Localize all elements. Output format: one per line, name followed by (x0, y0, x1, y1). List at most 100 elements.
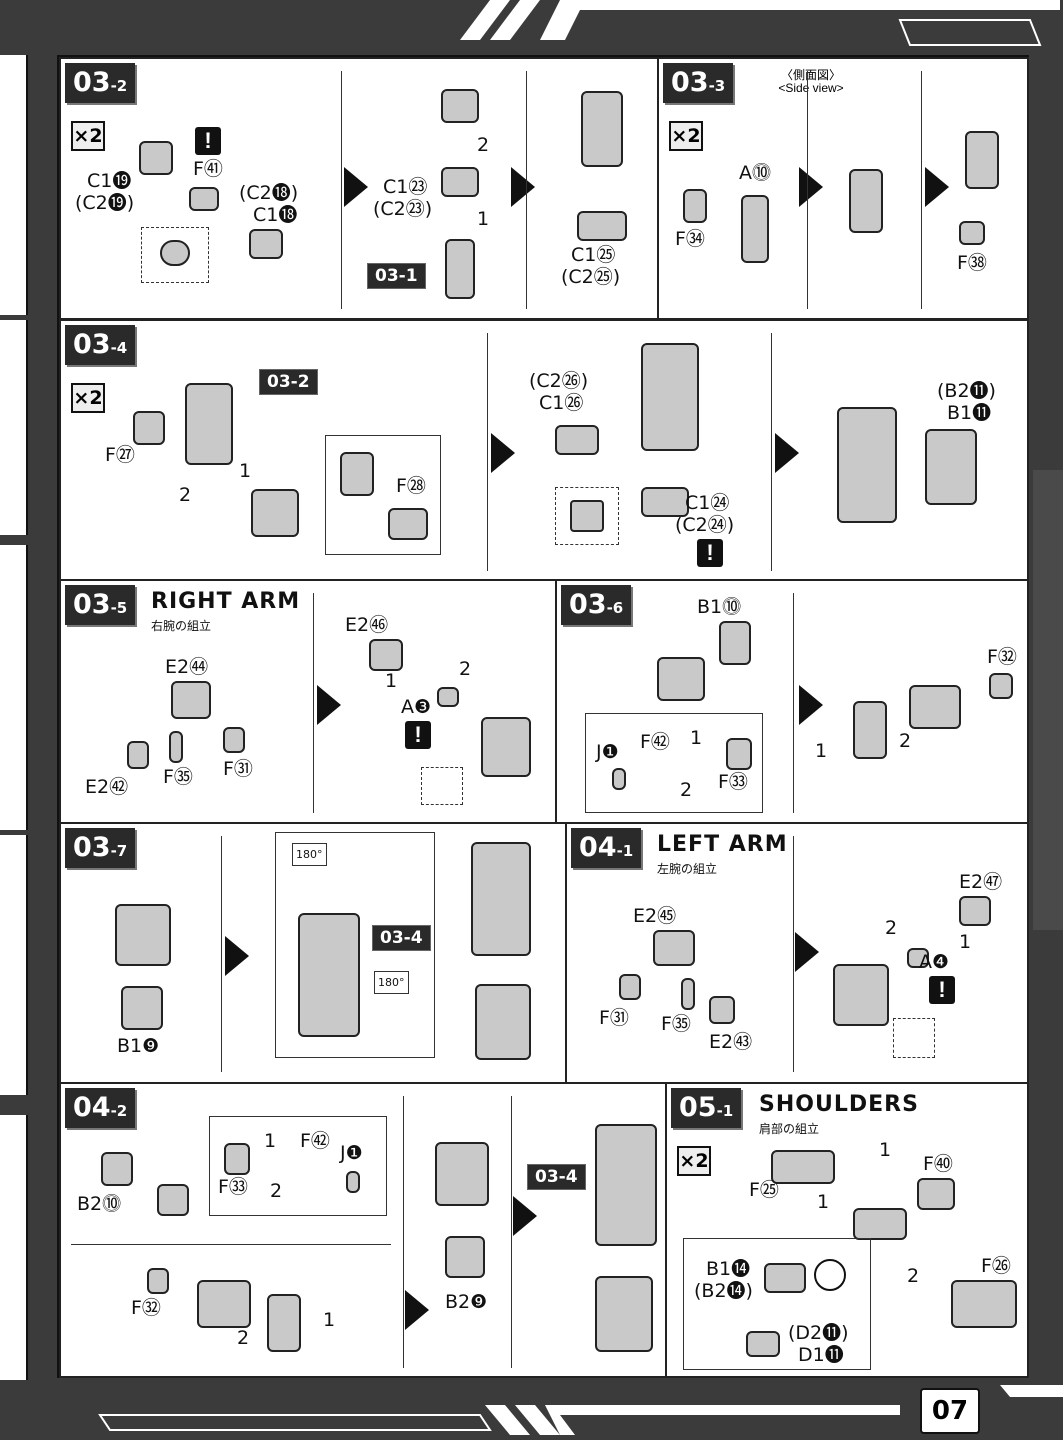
step-order-marker: 2 (885, 917, 898, 939)
step-number: 03-2 (65, 63, 136, 103)
part-label: F㉟ (163, 766, 193, 788)
part-label: F㉝ (218, 1176, 248, 1198)
part-a10-illustration (741, 195, 769, 263)
step-order-marker: 1 (477, 208, 490, 230)
left-page-fragment (0, 1115, 28, 1380)
left-page-fragment (0, 55, 28, 315)
step-title: SHOULDERS (759, 1092, 919, 1117)
part-f41-illustration (189, 187, 219, 211)
part-label: F㉖ (981, 1255, 1011, 1277)
part-label: (C2⓲) (239, 182, 299, 204)
part-b9-illustration (445, 1236, 485, 1278)
part-a4-illustration (907, 948, 929, 968)
step-order-marker: 2 (270, 1180, 283, 1202)
instruction-sheet: 03-2 ×2 ! F㊶ C1⓳ (C2⓳) (C2⓲) C1⓲ 2 C1㉓ (… (57, 55, 1029, 1378)
divider (71, 1244, 391, 1245)
part-torso-illustration (837, 407, 897, 523)
part-e45-illustration (653, 930, 695, 966)
rotate-180-icon: 180° (292, 843, 327, 866)
part-head-illustration (441, 89, 479, 123)
part-label: C1⓳ (87, 170, 132, 192)
part-f33-illustration (224, 1143, 250, 1175)
part-c24-illustration (641, 487, 689, 517)
divider (341, 71, 342, 309)
part-f34-illustration (683, 189, 707, 223)
step-number: 03-6 (561, 585, 632, 625)
part-f26-illustration (951, 1280, 1017, 1328)
part-shoulder-armor-illustration (853, 1208, 907, 1240)
step-order-marker: 1 (323, 1309, 336, 1331)
step-03-3-panel: 03-3 〈側面図〉 <Side view> ×2 A⓾ F㉞ F㊳ (657, 57, 1029, 320)
step-order-marker: 1 (817, 1191, 830, 1213)
step-order-marker: 2 (680, 779, 693, 801)
step-order-marker: 2 (179, 484, 192, 506)
quantity-badge: ×2 (677, 1146, 711, 1176)
part-label: B2⓾ (77, 1193, 122, 1215)
step-order-marker: 1 (815, 740, 828, 762)
divider (771, 333, 772, 571)
part-f25-illustration (771, 1150, 835, 1184)
part-b9-illustration (121, 986, 163, 1030)
quantity-badge: ×2 (71, 383, 105, 413)
part-label: B2❾ (445, 1291, 488, 1313)
step-arrow-icon (799, 167, 823, 207)
side-view-jp: 〈側面図〉 (780, 68, 841, 82)
part-label: F㊷ (640, 731, 670, 753)
step-arrow-icon (795, 932, 819, 972)
part-f31-illustration (223, 727, 245, 753)
part-label: F㉝ (718, 771, 748, 793)
part-label: F㉛ (223, 758, 253, 780)
part-label: B1⓫ (947, 402, 992, 424)
step-number: 03-3 (663, 63, 734, 103)
step-03-7-panel: 03-7 B1❾ 180° 03-4 180° (59, 822, 567, 1084)
part-assembled-illustration (965, 131, 999, 189)
step-03-4-panel: 03-4 ×2 03-2 F㉗ 1 2 F㉘ (C2㉖) C1㉖ C1㉔ (C2… (59, 319, 1029, 581)
part-label: F㊵ (923, 1153, 953, 1175)
part-a3-illustration (437, 687, 459, 707)
step-reference: 03-4 (527, 1164, 586, 1190)
step-number: 03-7 (65, 828, 136, 868)
divider (487, 333, 488, 571)
detail-inset: F㉘ (325, 435, 441, 555)
part-label: F㉛ (599, 1007, 629, 1029)
part-shoulder-assembly-illustration (435, 1142, 489, 1206)
divider (526, 71, 527, 309)
step-order-marker: 1 (690, 727, 703, 749)
part-b14-illustration (764, 1263, 806, 1293)
step-number: 03-4 (65, 325, 136, 365)
part-detail-illustration (388, 508, 428, 540)
part-shoulder-illustration (197, 1280, 251, 1328)
step-title: RIGHT ARM (151, 589, 301, 614)
step-04-1-panel: 04-1 LEFT ARM 左腕の組立 E2㊺ F㉛ F㉟ E2㊸ E2㊼ 2 … (565, 822, 1029, 1084)
step-order-marker: 1 (959, 931, 972, 953)
rotation-detail-inset: 180° 03-4 180° (275, 832, 435, 1058)
part-c26-illustration (555, 425, 599, 455)
part-label: (C2㉖) (529, 370, 589, 392)
part-detail-illustration (570, 500, 604, 532)
part-label: (B2⓮) (694, 1280, 753, 1302)
part-c25-illustration (577, 211, 627, 241)
part-torso-illustration (298, 913, 360, 1037)
part-arm-illustration (475, 984, 531, 1060)
part-label: (C2⓳) (75, 192, 135, 214)
part-b11-illustration (925, 429, 977, 505)
step-05-1-panel: 05-1 SHOULDERS 肩部の組立 ×2 F㉕ 1 F㊵ 1 2 F㉖ B… (665, 1082, 1029, 1378)
caution-icon: ! (697, 539, 723, 567)
part-f32-illustration (147, 1268, 169, 1294)
part-label: B1⓾ (697, 596, 742, 618)
step-arrow-icon (511, 167, 535, 207)
step-arrow-icon (405, 1290, 429, 1330)
part-f33-illustration (726, 738, 752, 770)
top-stripe-decoration (460, 0, 1060, 46)
divider (403, 1096, 404, 1368)
part-label: F㊳ (957, 252, 987, 274)
side-view-en: <Side view> (778, 81, 844, 95)
part-label: C1⓲ (253, 204, 298, 226)
part-torso-illustration (595, 1124, 657, 1246)
step-order-marker: 1 (264, 1130, 277, 1152)
part-armor-illustration (853, 701, 887, 759)
step-order-marker: 1 (239, 460, 252, 482)
prohibited-icon (814, 1259, 846, 1291)
part-label: A⓾ (739, 162, 771, 184)
part-e46-illustration (369, 639, 403, 671)
